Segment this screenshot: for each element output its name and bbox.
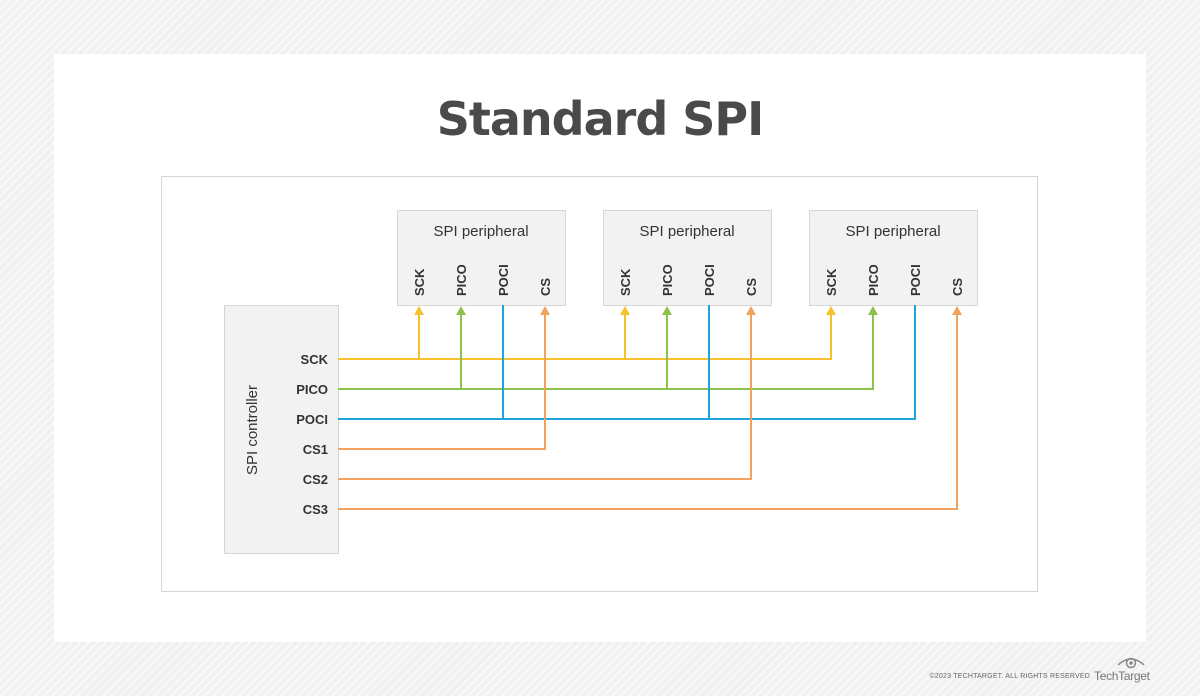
peripheral-label: SPI peripheral xyxy=(639,223,734,240)
pico-wire xyxy=(338,313,874,390)
peripheral-label: SPI peripheral xyxy=(845,223,940,240)
arrow-cs-p3 xyxy=(952,306,962,315)
spi-peripheral-1: SPI peripheral SCK PICO POCI CS xyxy=(397,210,566,306)
peripheral-box xyxy=(603,210,772,306)
controller-pin-cs1: CS1 xyxy=(303,442,328,457)
diagram-title: Standard SPI xyxy=(436,92,764,146)
cs1-wire xyxy=(338,313,546,450)
peripheral-pin-cs: CS xyxy=(950,278,965,296)
brand-wordmark: TechTarget xyxy=(1094,669,1150,683)
peripheral-pin-poci: POCI xyxy=(908,264,923,296)
peripheral-pin-sck: SCK xyxy=(824,268,839,296)
peripheral-label: SPI peripheral xyxy=(433,223,528,240)
controller-label: SPI controller xyxy=(244,385,261,475)
peripheral-pin-pico: PICO xyxy=(866,264,881,296)
spi-peripheral-2: SPI peripheral SCK PICO POCI CS xyxy=(603,210,772,306)
peripheral-box xyxy=(809,210,978,306)
cs2-wire xyxy=(338,313,752,480)
peripheral-box xyxy=(397,210,566,306)
spi-peripheral-3: SPI peripheral SCK PICO POCI CS xyxy=(809,210,978,306)
arrow-pico-p1 xyxy=(456,306,466,315)
copyright-notice: ©2023 TECHTARGET. ALL RIGHTS RESERVED xyxy=(929,673,1090,680)
controller-pin-poci: POCI xyxy=(296,412,328,427)
arrow-cs-p1 xyxy=(540,306,550,315)
arrowheads xyxy=(414,306,962,315)
arrow-pico-p2 xyxy=(662,306,672,315)
controller-pin-cs2: CS2 xyxy=(303,472,328,487)
peripheral-pin-cs: CS xyxy=(538,278,553,296)
arrow-sck-p1 xyxy=(414,306,424,315)
controller-pin-sck: SCK xyxy=(301,352,329,367)
controller-pin-cs3: CS3 xyxy=(303,502,328,517)
cs3-wire xyxy=(338,313,958,510)
peripheral-pin-poci: POCI xyxy=(496,264,511,296)
controller-box xyxy=(224,305,339,554)
peripheral-pin-pico: PICO xyxy=(454,264,469,296)
peripheral-pin-poci: POCI xyxy=(702,264,717,296)
poci-wire xyxy=(338,305,916,420)
peripheral-pin-pico: PICO xyxy=(660,264,675,296)
eye-logo-icon xyxy=(1117,657,1145,669)
spi-controller: SPI controller SCK PICO POCI CS1 CS2 CS3 xyxy=(224,305,339,554)
wires xyxy=(338,305,958,510)
arrow-sck-p2 xyxy=(620,306,630,315)
controller-pin-pico: PICO xyxy=(296,382,328,397)
peripheral-pin-sck: SCK xyxy=(412,268,427,296)
arrow-sck-p3 xyxy=(826,306,836,315)
arrow-pico-p3 xyxy=(868,306,878,315)
arrow-cs-p2 xyxy=(746,306,756,315)
peripheral-pin-sck: SCK xyxy=(618,268,633,296)
peripheral-pin-cs: CS xyxy=(744,278,759,296)
